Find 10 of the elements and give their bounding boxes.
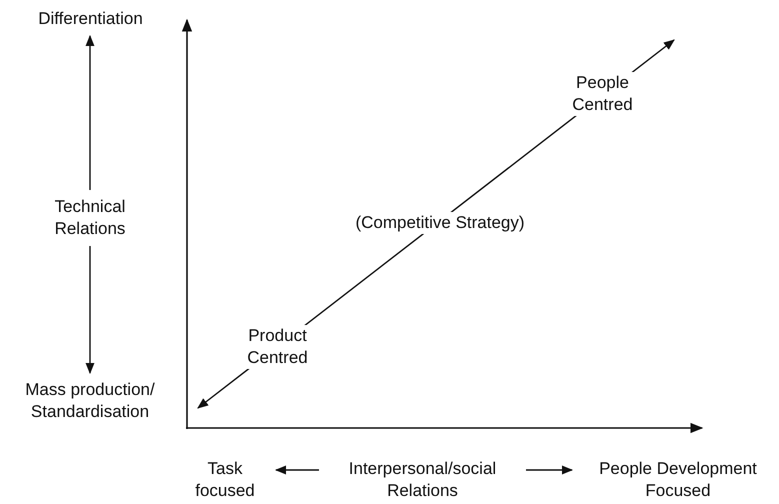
- axis-label: Technical Relations: [20, 196, 160, 240]
- axis-label: Task focused: [180, 458, 270, 502]
- arrow: [274, 466, 319, 474]
- arrow: [86, 246, 94, 374]
- arrow: [86, 34, 94, 190]
- axis-label: Interpersonal/social Relations: [325, 458, 520, 502]
- arrow: [526, 466, 574, 474]
- axis-label: People Development Focused: [578, 458, 778, 502]
- axis-label: Differentiation: [23, 8, 158, 30]
- axis-label: Mass production/ Standardisation: [5, 379, 175, 423]
